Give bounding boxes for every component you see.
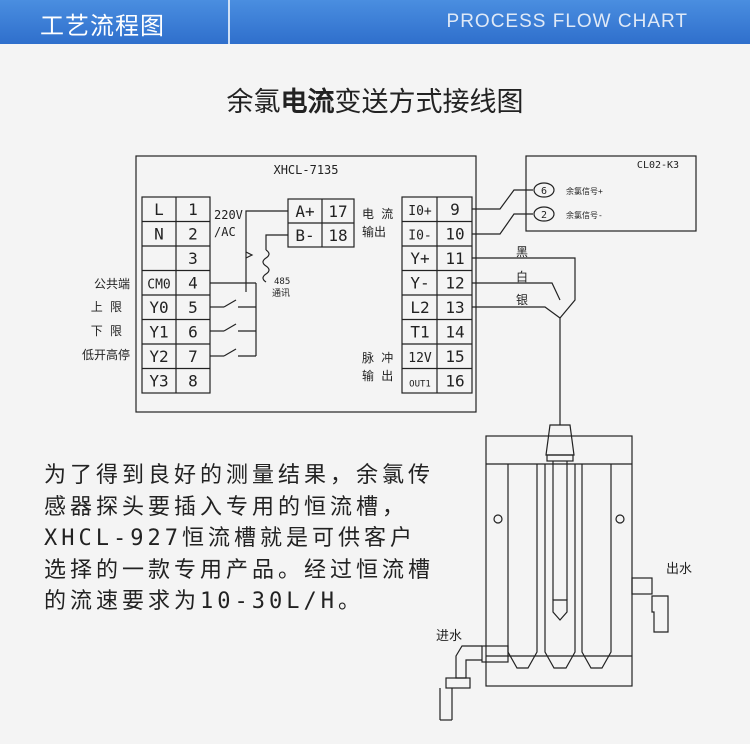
inlet-label: 进水: [436, 629, 462, 644]
flow-cell: [485, 435, 633, 687]
right-terminal-label: 12V: [408, 351, 432, 366]
left-terminal-label: Y1: [149, 323, 168, 342]
device-model: XHCL-7135: [273, 163, 338, 177]
right-terminal-number: 10: [445, 225, 464, 244]
right-terminal-label: I0+: [408, 204, 432, 219]
left-terminal-number: 4: [188, 274, 198, 293]
left-terminal-label: N: [154, 225, 164, 244]
middle-terminal-label: A+: [295, 202, 314, 221]
header-bar: 工艺流程图 PROCESS FLOW CHART: [0, 0, 750, 44]
upper-limit-label: 上 限: [91, 300, 122, 314]
title-bold: 电流: [280, 87, 335, 118]
pulse-output-label-1: 脉 冲: [362, 350, 393, 365]
left-terminal-number: 8: [188, 372, 198, 391]
sensor-box: [525, 155, 697, 232]
comm-label-1: 485: [274, 277, 290, 287]
right-terminal-label: Y-: [410, 274, 429, 293]
middle-terminal-number: 18: [328, 226, 347, 245]
right-terminal-number: 13: [445, 298, 464, 317]
diagram-title: 余氯电流变送方式接线图: [0, 80, 750, 119]
left-terminal-number: 7: [188, 347, 198, 366]
middle-terminal-label: B-: [295, 226, 314, 245]
middle-terminal-number: 17: [328, 202, 347, 221]
current-output-label-2: 输出: [362, 224, 386, 239]
controller-box: [135, 155, 477, 413]
left-terminal-label: CM0: [147, 278, 170, 293]
title-part1: 余氯: [226, 87, 281, 118]
wire-silver-label: 银: [516, 293, 528, 307]
outlet-label: 出水: [666, 562, 692, 577]
low-open-high-stop-label: 低开高停: [82, 347, 130, 362]
right-terminal-label: Y+: [410, 249, 429, 268]
title-part2: 变送方式接线图: [334, 87, 524, 118]
right-terminal-number: 9: [450, 200, 460, 219]
left-terminal-number: 2: [188, 225, 198, 244]
header-subtitle: PROCESS FLOW CHART: [446, 11, 688, 32]
wire-white-label: 白: [516, 269, 528, 284]
comm-label-2: 通讯: [272, 288, 290, 299]
left-terminal-label: Y3: [149, 372, 168, 391]
sensor-model: CL02-K3: [637, 160, 679, 171]
left-terminal-number: 1: [188, 200, 198, 219]
right-terminal-label: T1: [410, 323, 429, 342]
left-terminal-label: Y2: [149, 347, 168, 366]
right-terminal-label: L2: [410, 298, 429, 317]
wire-black-label: 黑: [516, 245, 528, 259]
header-title: 工艺流程图: [40, 12, 165, 40]
right-terminal-label: OUT1: [409, 380, 431, 390]
lower-limit-label: 下 限: [91, 324, 122, 338]
right-terminal-label: I0-: [408, 229, 431, 244]
header-divider: [228, 0, 230, 44]
right-terminal-number: 14: [445, 323, 464, 342]
left-terminal-number: 5: [188, 298, 198, 317]
right-terminal-number: 15: [445, 347, 464, 366]
left-terminal-label: L: [154, 200, 164, 219]
power-label-1: 220V: [214, 208, 243, 222]
pulse-output-label-2: 输 出: [362, 368, 393, 383]
left-terminal-label: Y0: [149, 298, 168, 317]
sensor-signal-plus: 余氯信号+: [566, 186, 603, 196]
left-terminal-number: 3: [188, 249, 198, 268]
right-terminal-number: 12: [445, 274, 464, 293]
description-text: 为了得到良好的测量结果，余氯传感器探头要插入专用的恒流槽，XHCL-927恒流槽…: [44, 463, 435, 614]
right-terminal-number: 11: [445, 249, 464, 268]
left-terminal-number: 6: [188, 323, 198, 342]
right-terminal-number: 16: [445, 372, 464, 391]
current-output-label-1: 电 流: [362, 207, 393, 221]
common-label: 公共端: [94, 277, 130, 291]
sensor-pin-6: 6: [541, 186, 547, 197]
sensor-pin-2: 2: [541, 210, 547, 221]
sensor-signal-minus: 余氯信号-: [566, 210, 603, 220]
power-label-2: /AC: [214, 225, 236, 239]
